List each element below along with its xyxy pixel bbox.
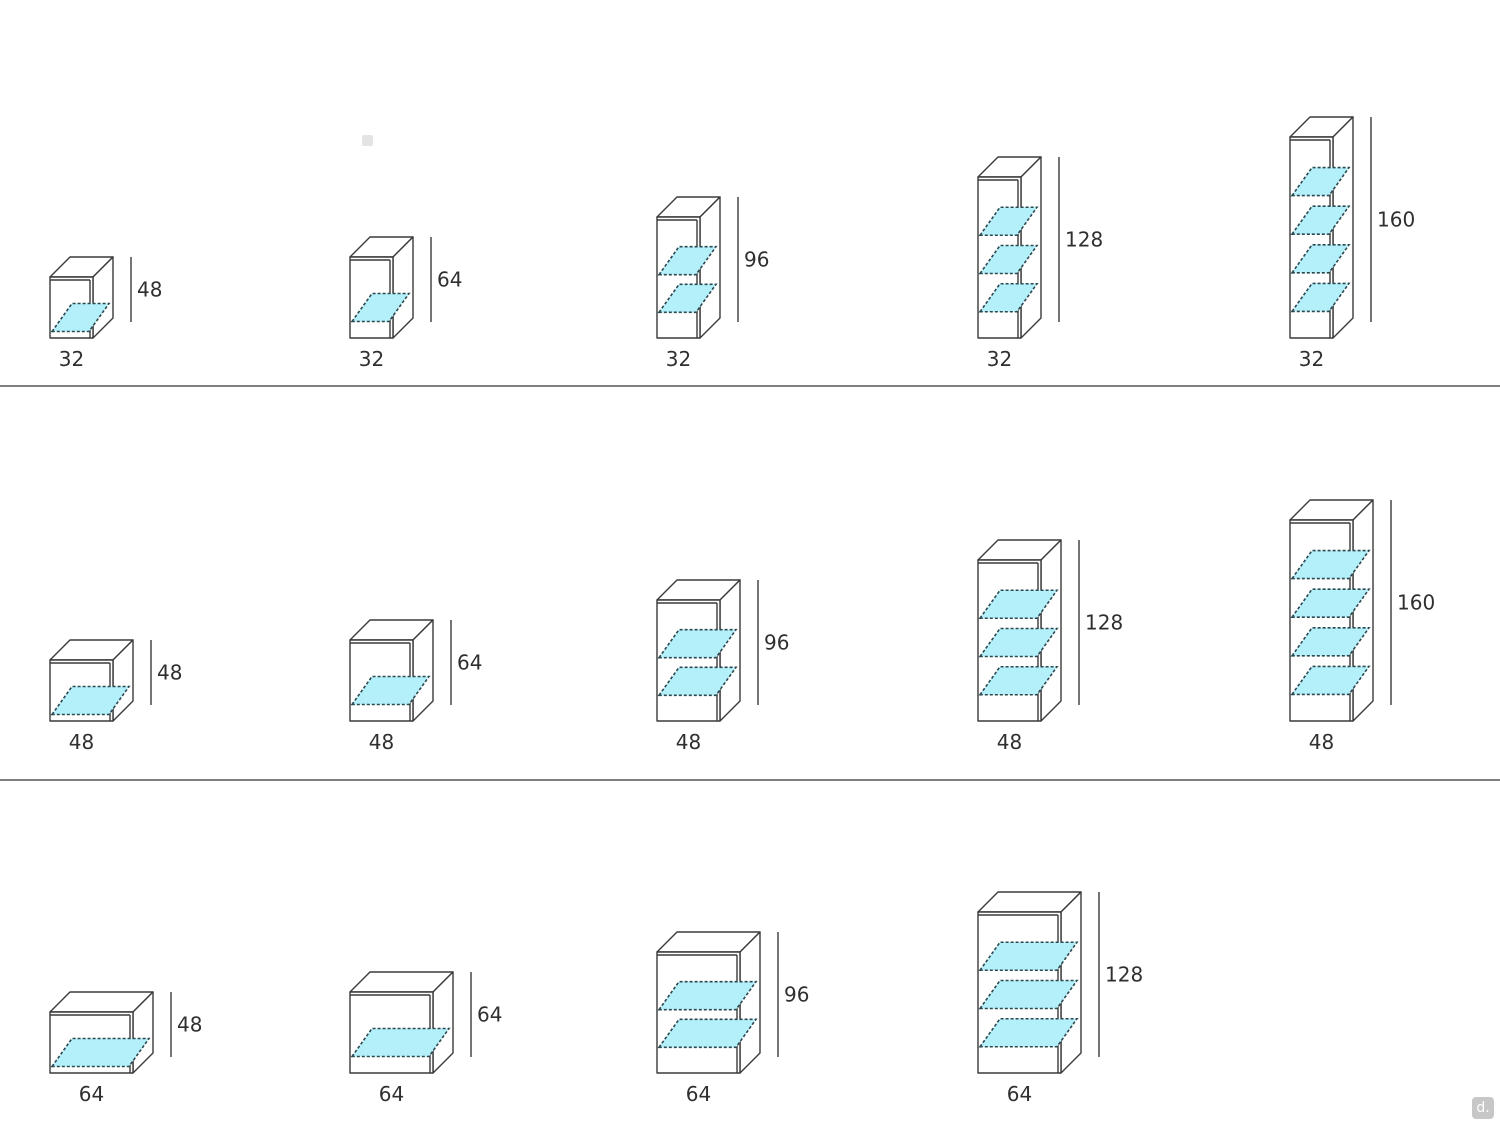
cabinet-front xyxy=(656,599,721,722)
glass-shelf xyxy=(50,1037,151,1068)
cabinet-side-face xyxy=(719,579,741,722)
glass-shelf xyxy=(657,666,738,697)
width-label: 32 xyxy=(59,347,84,371)
height-label: 128 xyxy=(1105,963,1143,987)
glass-shelf xyxy=(1290,205,1351,235)
glass-shelf xyxy=(978,206,1039,237)
width-label: 64 xyxy=(379,1082,404,1106)
glass-shelf xyxy=(350,675,431,706)
d-logo-icon: d. xyxy=(1472,1097,1494,1119)
height-label: 48 xyxy=(137,278,162,302)
glass-shelf xyxy=(978,282,1039,313)
height-label: 64 xyxy=(437,268,462,292)
glass-shelf xyxy=(978,627,1059,658)
glass-shelf xyxy=(1290,626,1371,657)
cabinet-front xyxy=(656,951,741,1074)
width-label: 64 xyxy=(79,1082,104,1106)
height-label: 128 xyxy=(1085,611,1123,635)
glass-shelf xyxy=(657,1018,758,1049)
glass-shelf xyxy=(1290,665,1371,696)
width-label: 48 xyxy=(69,730,94,754)
glass-shelf xyxy=(1290,549,1371,580)
width-label: 48 xyxy=(997,730,1022,754)
glass-shelf xyxy=(978,589,1059,620)
width-label: 48 xyxy=(369,730,394,754)
glass-shelf xyxy=(1290,244,1351,274)
cabinet-side-face xyxy=(1352,499,1374,722)
glass-shelf xyxy=(657,628,738,659)
glass-shelf xyxy=(50,685,131,716)
height-label: 64 xyxy=(457,651,482,675)
faint-marker xyxy=(362,135,373,146)
cabinet-side-face xyxy=(1332,116,1354,339)
glass-shelf xyxy=(350,1027,451,1058)
width-label: 32 xyxy=(1299,347,1324,371)
cabinet-side-face xyxy=(699,196,721,339)
height-label: 64 xyxy=(477,1003,502,1027)
height-label: 48 xyxy=(157,661,182,685)
glass-shelf xyxy=(1290,588,1371,619)
glass-shelf xyxy=(978,665,1059,696)
glass-shelf xyxy=(978,1017,1079,1048)
height-label: 96 xyxy=(744,248,769,272)
cabinet-front xyxy=(656,216,701,339)
glass-shelf xyxy=(1290,282,1351,313)
width-label: 64 xyxy=(686,1082,711,1106)
glass-shelf xyxy=(350,292,411,323)
glass-shelf xyxy=(657,980,758,1011)
glass-shelf xyxy=(50,302,111,333)
glass-shelf xyxy=(1290,166,1351,197)
width-label: 32 xyxy=(359,347,384,371)
glass-shelf xyxy=(978,244,1039,275)
height-label: 160 xyxy=(1377,208,1415,232)
width-label: 64 xyxy=(1007,1082,1032,1106)
width-label: 32 xyxy=(666,347,691,371)
height-label: 128 xyxy=(1065,228,1103,252)
height-label: 48 xyxy=(177,1013,202,1037)
height-label: 96 xyxy=(764,631,789,655)
glass-shelf xyxy=(657,283,718,314)
width-label: 48 xyxy=(1309,730,1334,754)
glass-shelf xyxy=(657,245,718,276)
height-label: 160 xyxy=(1397,591,1435,615)
width-label: 48 xyxy=(676,730,701,754)
cabinet-side-face xyxy=(739,931,761,1074)
width-label: 32 xyxy=(987,347,1012,371)
glass-shelf xyxy=(978,941,1079,972)
glass-shelf xyxy=(978,979,1079,1010)
height-label: 96 xyxy=(784,983,809,1007)
